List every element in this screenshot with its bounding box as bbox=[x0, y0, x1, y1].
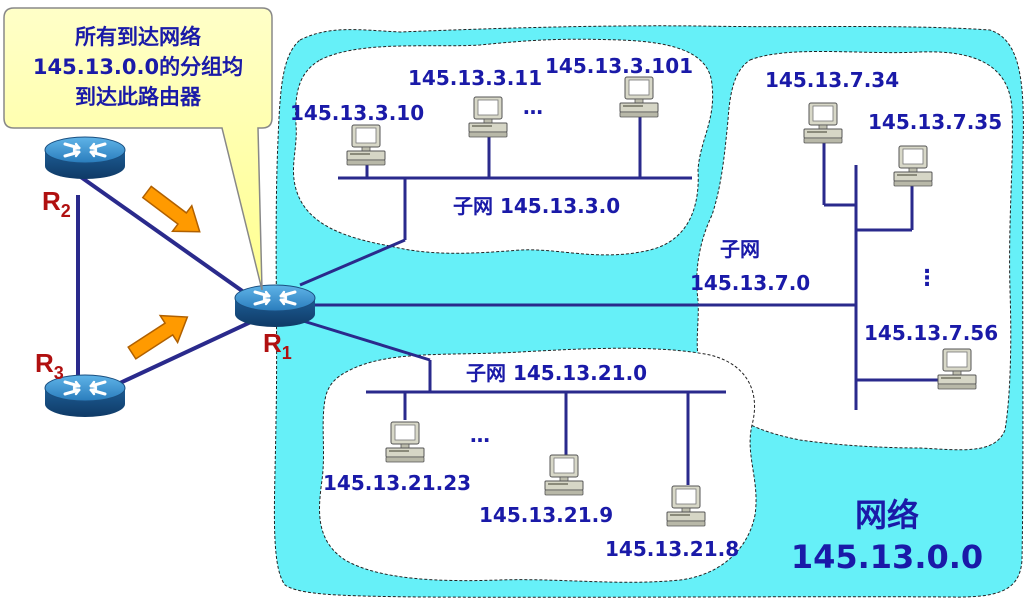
callout-line1: 所有到达网络 bbox=[75, 25, 201, 49]
router-r1-label: R1 bbox=[263, 328, 292, 363]
callout-line2: 145.13.0.0的分组均 bbox=[33, 55, 243, 79]
router-r1-icon[interactable] bbox=[233, 283, 317, 329]
subnet-label: 子网 145.13.21.0 bbox=[466, 361, 647, 385]
host-label: 145.13.7.56 bbox=[864, 321, 998, 345]
subnet-label: 子网 145.13.3.0 bbox=[453, 194, 620, 218]
router-links bbox=[76, 173, 257, 392]
pc-icon[interactable] bbox=[385, 421, 425, 463]
callout-bubble bbox=[3, 7, 273, 291]
subnet3-bus bbox=[338, 116, 692, 240]
network-address: 145.13.0.0 bbox=[791, 538, 983, 576]
pc-icon[interactable] bbox=[468, 96, 508, 138]
subnet-cloud-21 bbox=[319, 347, 757, 583]
router-r2-icon[interactable] bbox=[43, 135, 127, 181]
lan-links bbox=[299, 238, 855, 362]
network-label: 网络 bbox=[855, 496, 919, 534]
host-label: 145.13.21.23 bbox=[323, 471, 471, 495]
pc-icon[interactable] bbox=[803, 102, 843, 144]
host-label: 145.13.7.35 bbox=[868, 110, 1002, 134]
ellipsis: … bbox=[470, 423, 490, 447]
subnet21-bus bbox=[366, 360, 726, 485]
arrow-icon bbox=[127, 314, 189, 360]
ellipsis: ⋮ bbox=[916, 266, 938, 291]
host-label: 145.13.3.11 bbox=[408, 66, 542, 90]
subnet-cloud-3 bbox=[292, 38, 714, 256]
router-r2-label: R2 bbox=[42, 186, 71, 221]
host-label: 145.13.21.9 bbox=[479, 503, 613, 527]
pc-icon[interactable] bbox=[544, 454, 584, 496]
subnet-label: 145.13.7.0 bbox=[690, 271, 810, 295]
ellipsis: … bbox=[523, 95, 543, 119]
callout-line3: 到达此路由器 bbox=[75, 85, 202, 109]
host-label: 145.13.21.8 bbox=[605, 537, 739, 561]
host-label: 145.13.3.10 bbox=[290, 101, 424, 125]
router-r3-label: R3 bbox=[35, 348, 64, 383]
subnet-label: 子网 bbox=[720, 237, 760, 261]
arrow-icon bbox=[141, 185, 201, 233]
pc-icon[interactable] bbox=[346, 124, 386, 166]
pc-icon[interactable] bbox=[937, 348, 977, 390]
host-label: 145.13.7.34 bbox=[765, 68, 899, 92]
pc-icon[interactable] bbox=[666, 485, 706, 527]
subnet7-bus bbox=[822, 140, 940, 410]
host-label: 145.13.3.101 bbox=[545, 54, 693, 78]
pc-icon[interactable] bbox=[619, 76, 659, 118]
pc-icon[interactable] bbox=[893, 145, 933, 187]
